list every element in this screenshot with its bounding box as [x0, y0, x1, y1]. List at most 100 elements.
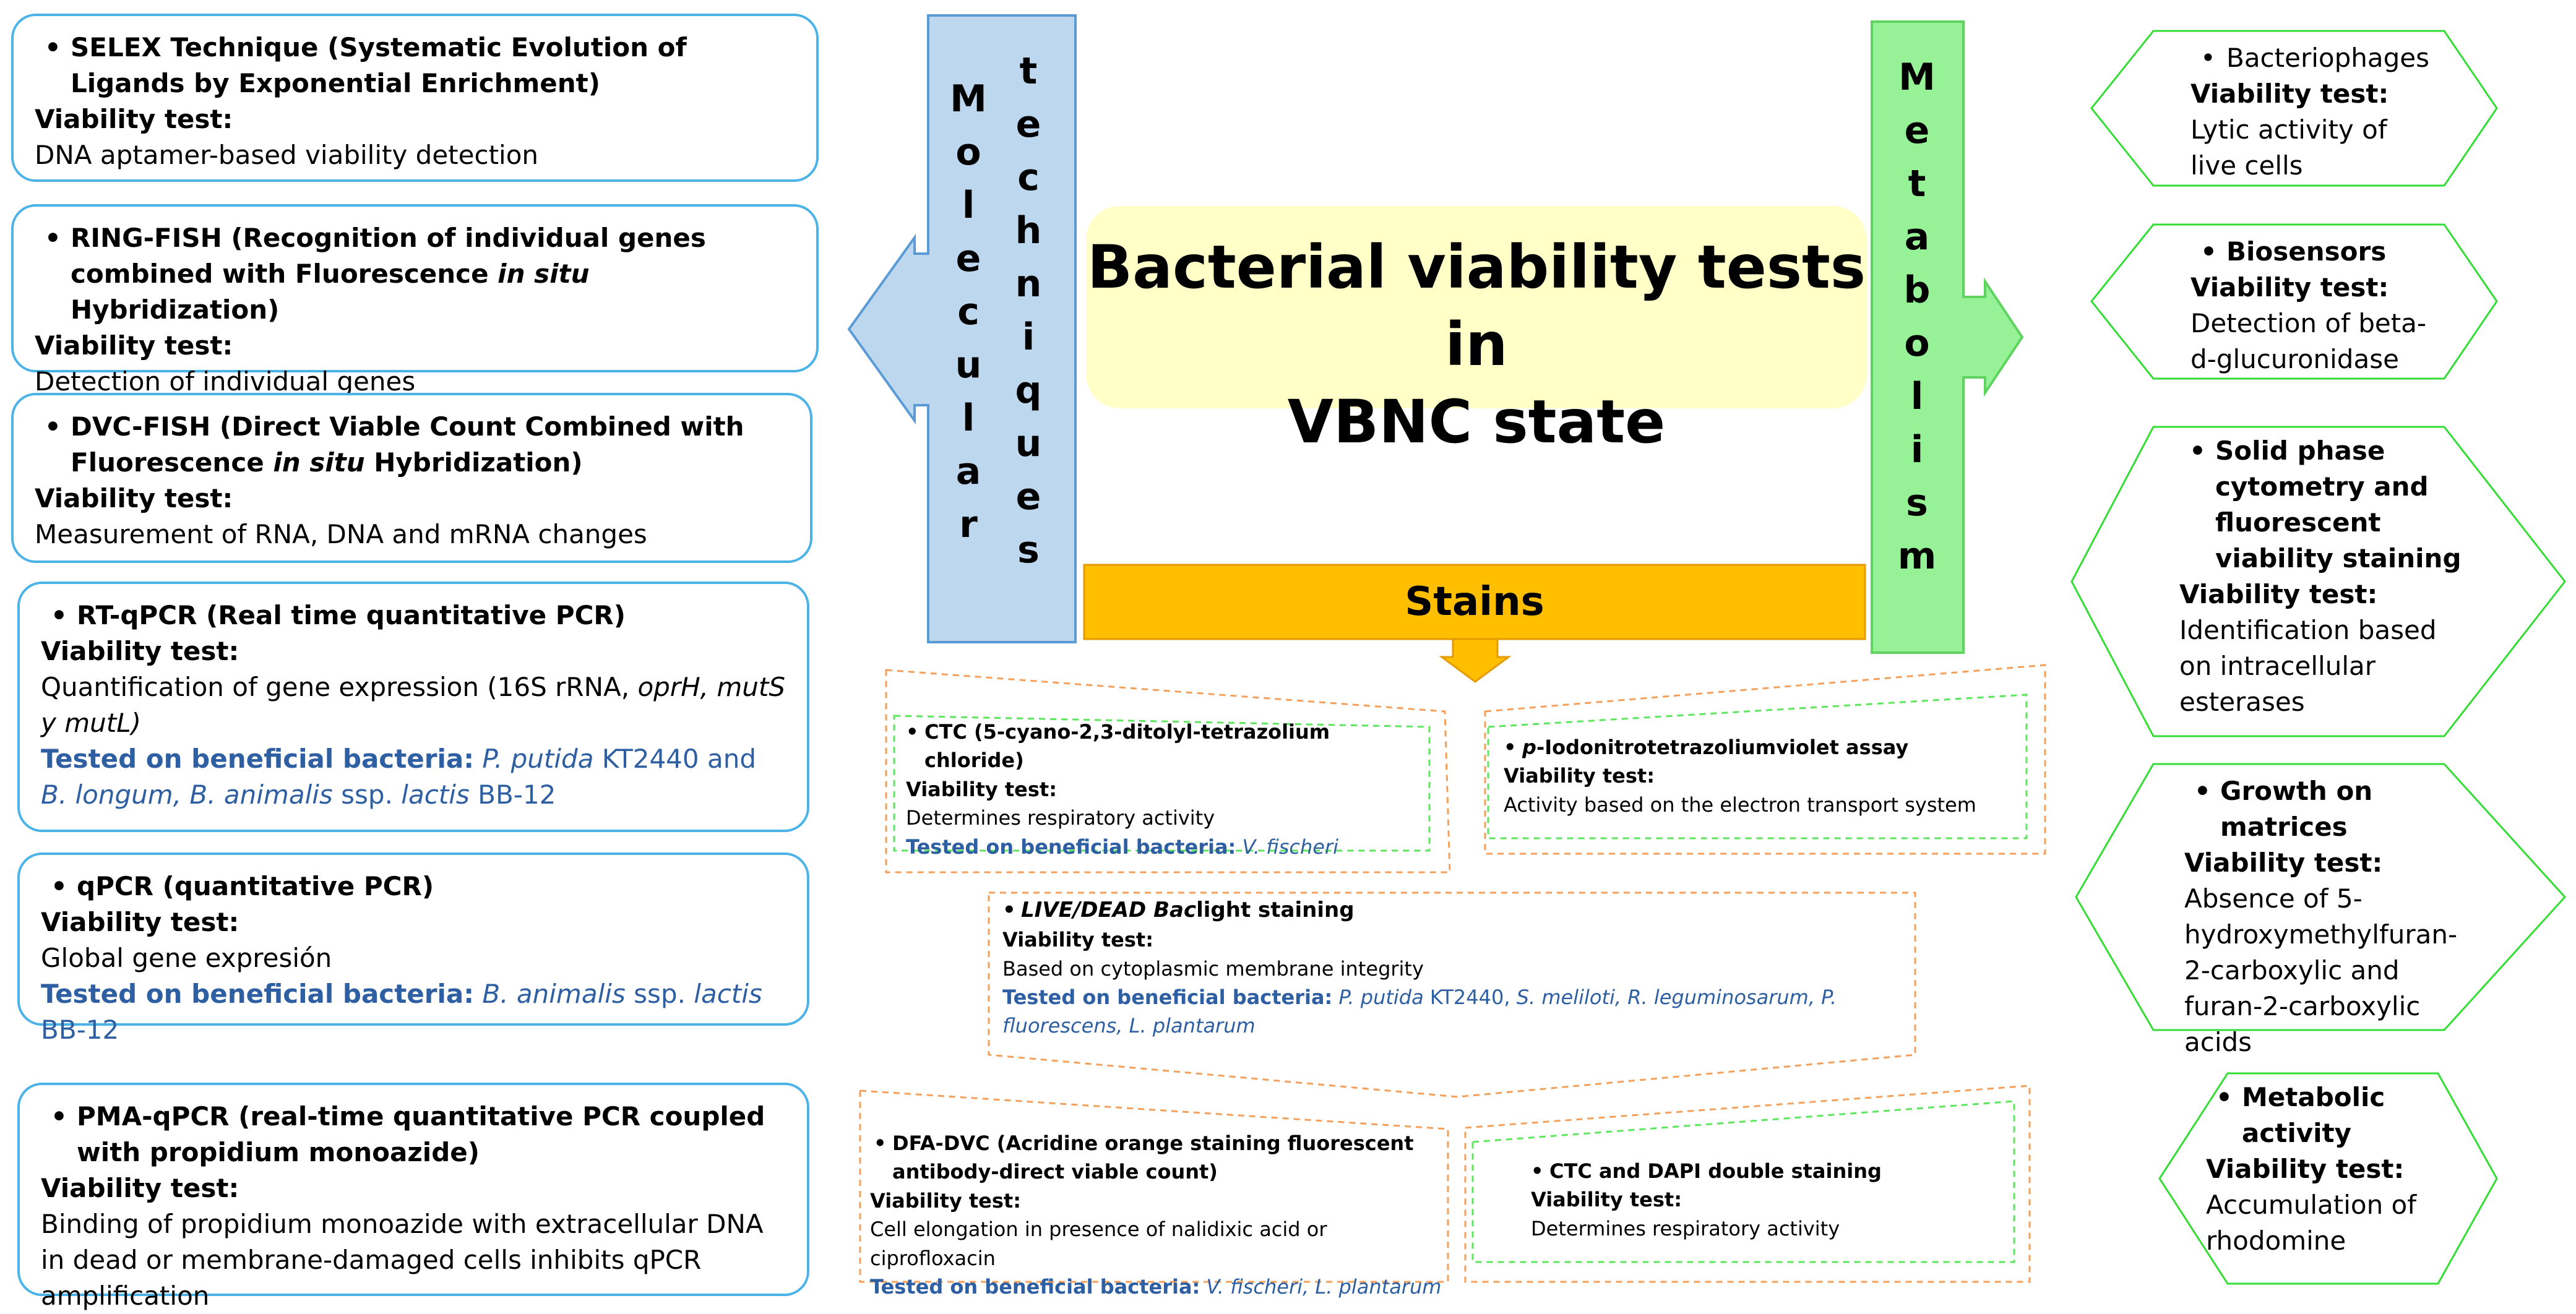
piodo-title: p-Iodonitrotetrazoliumviolet assay: [1496, 733, 2022, 762]
livedead-title: LIVE/DEAD Baclight staining: [995, 895, 1911, 925]
piodo-title-b: -Iodonitrotetrazoliumviolet assay: [1536, 736, 1909, 759]
pmaqpcr-title: PMA-qPCR (real-time quantitative PCR cou…: [41, 1099, 786, 1170]
selex-test: DNA aptamer-based viability detection: [35, 139, 539, 170]
dfa-tested: Tested on beneficial bacteria: V. fische…: [866, 1273, 1445, 1301]
molecular-box-selex: SELEX Technique (Systematic Evolution of…: [11, 14, 819, 182]
viability-test-label: Viability test:: [35, 483, 233, 513]
rtqpcr-tested: Tested on beneficial bacteria: P. putida…: [41, 741, 786, 813]
molecular-box-ringfish: RING-FISH (Recognition of individual gen…: [11, 204, 819, 397]
stain-dfa-outer: [859, 1089, 1449, 1283]
stain-dfa-text: DFA-DVC (Acridine orange staining fluore…: [866, 1129, 1445, 1301]
livedead-title-b: light staining: [1196, 898, 1355, 922]
ctc-title: CTC (5-cyano-2,3-ditolyl-tetrazolium chl…: [898, 718, 1424, 775]
stains-down-arrow: [1439, 638, 1512, 683]
piodo-test: Activity based on the electron transport…: [1504, 792, 1976, 817]
qpcr-tested: Tested on beneficial bacteria: B. animal…: [41, 976, 786, 1048]
techniques-letter: e: [1015, 475, 1041, 518]
molecular-letter: c: [957, 290, 980, 333]
viability-test-label: Viability test:: [2184, 847, 2383, 878]
dvcfish-test: Measurement of RNA, DNA and mRNA changes: [35, 518, 647, 549]
techniques-letter: i: [1022, 316, 1035, 359]
metabolism-letter: s: [1906, 481, 1928, 525]
growth-title: Growth on matrices: [2184, 773, 2475, 845]
techniques-letter: e: [1015, 103, 1041, 146]
stains-bar: [1083, 564, 1866, 640]
techniques-letter: q: [1015, 369, 1042, 412]
ctc-bact: V. fischeri: [1242, 835, 1339, 859]
title-line-2: VBNC state: [1287, 387, 1666, 457]
techniques-letter: s: [1017, 528, 1040, 572]
molecular-arrow: [847, 14, 1077, 643]
techniques-letter: t: [1019, 49, 1038, 93]
livedead-title-italic: LIVE/DEAD Bac: [1021, 898, 1197, 922]
techniques-letter: h: [1015, 209, 1042, 252]
molecular-letter: u: [955, 343, 982, 387]
hex-metabolic-text: Metabolic activity Viability test: Accum…: [2206, 1080, 2441, 1259]
biosensors-title: Biosensors: [2190, 234, 2438, 270]
techniques-letter: c: [1017, 156, 1040, 199]
viability-test-label: Viability test:: [35, 103, 233, 134]
ringfish-title: RING-FISH (Recognition of individual gen…: [35, 220, 795, 328]
viability-test-label: Viability test:: [41, 906, 239, 937]
rtqpcr-bact-4: ssp.: [332, 779, 402, 810]
metabolism-letter: M: [1898, 56, 1936, 99]
metabolism-letter: t: [1908, 162, 1926, 205]
viability-test-label: Viability test:: [2179, 578, 2378, 609]
stain-ctcdapi-outer: [1464, 1084, 2031, 1283]
rtqpcr-title: RT-qPCR (Real time quantitative PCR): [41, 598, 786, 633]
rtqpcr-test-a: Quantification of gene expression (16S r…: [41, 671, 638, 702]
title-line-1: Bacterial viability tests in: [1087, 233, 1866, 379]
techniques-letter: n: [1015, 262, 1042, 306]
page-title: Bacterial viability tests in VBNC state: [1086, 229, 1867, 460]
molecular-letter: l: [962, 184, 975, 227]
metabolism-letter: l: [1910, 375, 1924, 418]
techniques-letter: u: [1015, 422, 1042, 465]
rtqpcr-bact-6: BB-12: [469, 779, 556, 810]
dvcfish-title-b: Hybridization): [364, 447, 583, 478]
livedead-tested: Tested on beneficial bacteria: P. putida…: [1002, 983, 1911, 1041]
tested-label: Tested on beneficial bacteria:: [41, 978, 475, 1009]
stain-ctcdapi-inner: [1471, 1100, 2015, 1263]
qpcr-bact-3: lactis: [694, 978, 762, 1009]
metabolism-arrow: [1871, 20, 2024, 654]
livedead-bact-3: S. meliloti, R. leguminosarum, P. fluore…: [1002, 986, 1837, 1038]
viability-test-label: Viability test:: [870, 1188, 1022, 1213]
tested-label: Tested on beneficial bacteria:: [906, 835, 1236, 859]
pmaqpcr-test: Binding of propidium monoazide with extr…: [41, 1208, 764, 1311]
stain-livedead-text: LIVE/DEAD Baclight staining Viability te…: [995, 895, 1911, 1041]
hex-growth-text: Growth on matrices Viability test: Absen…: [2184, 773, 2475, 1060]
stain-livedead-outer: [988, 891, 1916, 1098]
viability-test-label: Viability test:: [41, 635, 239, 666]
qpcr-title: qPCR (quantitative PCR): [41, 869, 786, 904]
molecular-letter: M: [950, 77, 987, 121]
ctcdapi-test: Determines respiratory activity: [1531, 1216, 1840, 1240]
molecular-box-rtqpcr: RT-qPCR (Real time quantitative PCR) Via…: [17, 582, 809, 832]
viability-test-label: Viability test:: [2206, 1153, 2405, 1184]
tested-label: Tested on beneficial bacteria:: [41, 743, 475, 774]
viability-test-label: Viability test:: [2190, 272, 2389, 303]
title-background: [1086, 206, 1867, 408]
dvcfish-title-a: DVC-FISH (Direct Viable Count Combined w…: [71, 411, 744, 478]
molecular-letter: e: [955, 237, 981, 280]
tested-label: Tested on beneficial bacteria:: [1002, 986, 1333, 1010]
ctcdapi-title: CTC and DAPI double staining: [1523, 1157, 2006, 1185]
stains-label: Stains: [1405, 579, 1544, 625]
stain-ctcdapi-text: CTC and DAPI double staining Viability t…: [1523, 1157, 2006, 1243]
viability-test-label: Viability test:: [1002, 928, 1154, 952]
hex-bacteriophages-text: Bacteriophages Viability test: Lytic act…: [2190, 40, 2438, 184]
metabolism-letter: m: [1897, 535, 1937, 578]
solid-phase-title: Solid phase cytometry and fluorescent vi…: [2179, 433, 2464, 577]
rtqpcr-bact-3: B. longum, B. animalis: [41, 779, 333, 810]
stain-ctc-text: CTC (5-cyano-2,3-ditolyl-tetrazolium chl…: [898, 718, 1424, 861]
bacteriophages-title: Bacteriophages: [2190, 40, 2438, 76]
dfa-bact: V. fischeri, L. plantarum: [1206, 1274, 1442, 1299]
metabolism-letter: b: [1903, 268, 1931, 312]
viability-test-label: Viability test:: [906, 777, 1058, 801]
molecular-box-dvcfish: DVC-FISH (Direct Viable Count Combined w…: [11, 393, 812, 563]
hex-biosensors-text: Biosensors Viability test: Detection of …: [2190, 234, 2438, 377]
qpcr-bact-1: B. animalis: [482, 978, 626, 1009]
dfa-test: Cell elongation in presence of nalidixic…: [870, 1217, 1327, 1270]
dvcfish-title: DVC-FISH (Direct Viable Count Combined w…: [35, 409, 789, 481]
